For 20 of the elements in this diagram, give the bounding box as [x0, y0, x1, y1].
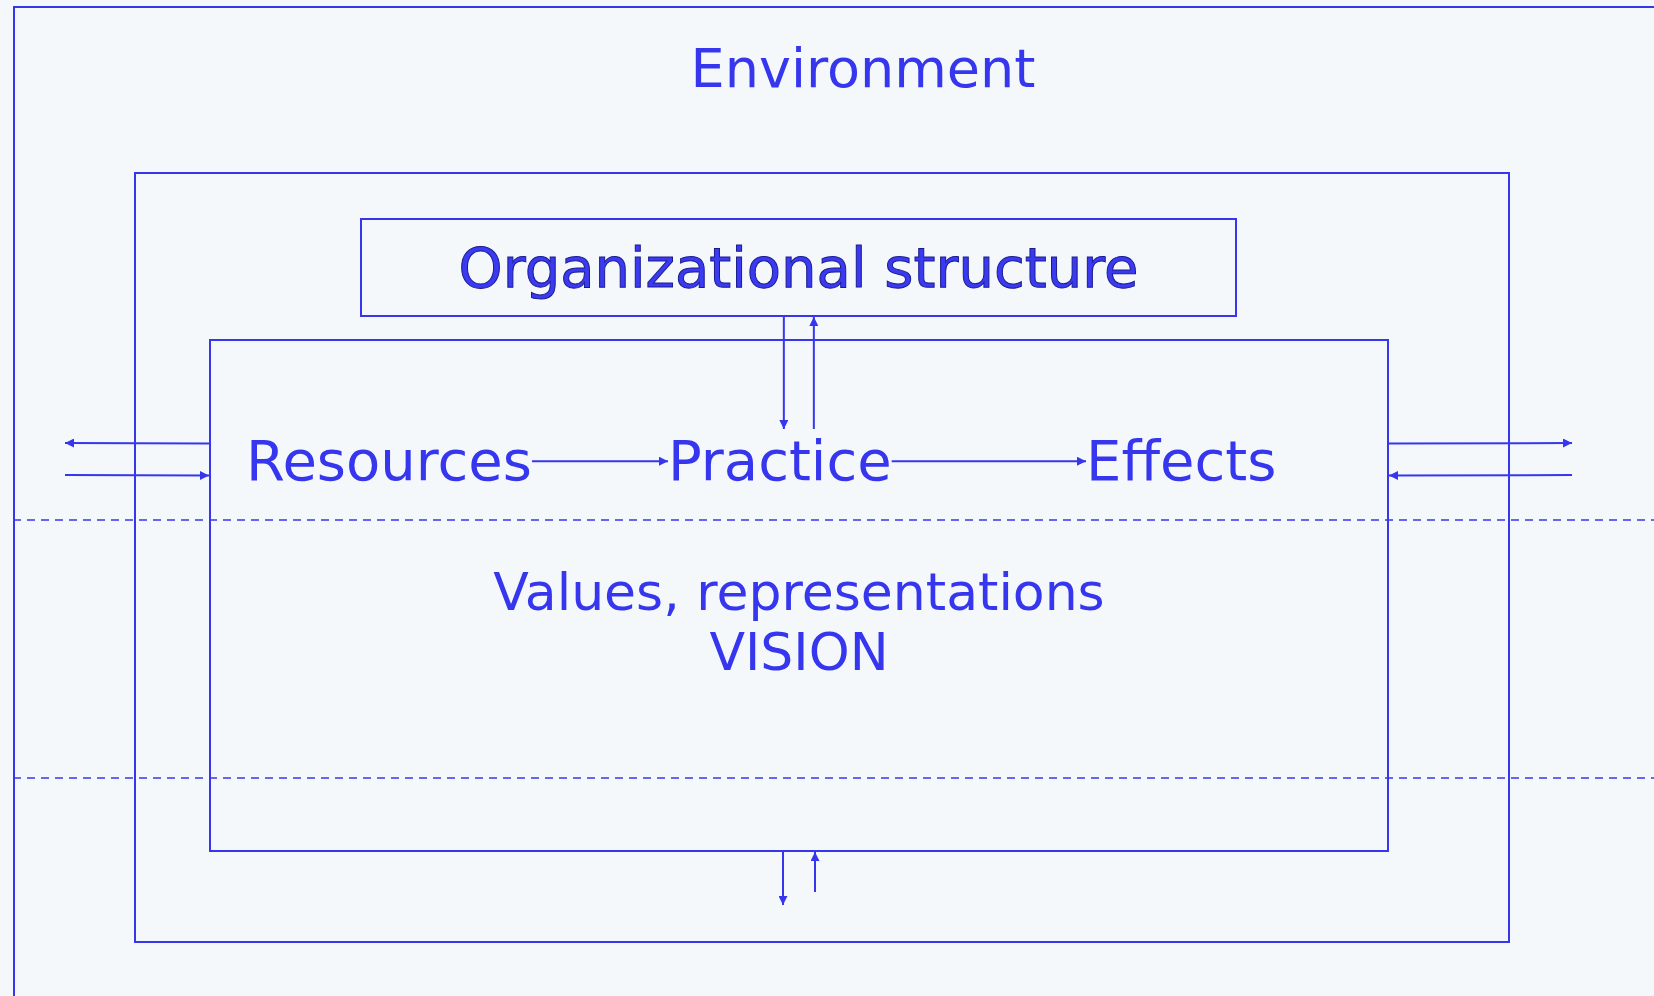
vision-box: [209, 339, 1389, 852]
arrow: [810, 851, 820, 893]
arrow: [64, 470, 210, 480]
process-label: Resources: [246, 429, 532, 494]
arrow: [531, 456, 669, 466]
process-label: Effects: [1086, 429, 1277, 494]
arrow: [779, 316, 789, 430]
arrow: [890, 456, 1087, 466]
box-title: Values, representations VISION: [492, 563, 1106, 683]
environment-box: [13, 6, 1654, 996]
arrow: [778, 851, 788, 906]
box-title: Organizational structure: [458, 236, 1139, 301]
region-box: [134, 172, 1510, 943]
arrow: [1388, 471, 1573, 480]
process-label: Practice: [668, 429, 892, 494]
arrow: [64, 438, 210, 448]
box-title: Environment: [690, 38, 1036, 101]
arrow: [809, 316, 819, 430]
structure-box: [360, 218, 1237, 317]
arrow: [1388, 438, 1573, 448]
